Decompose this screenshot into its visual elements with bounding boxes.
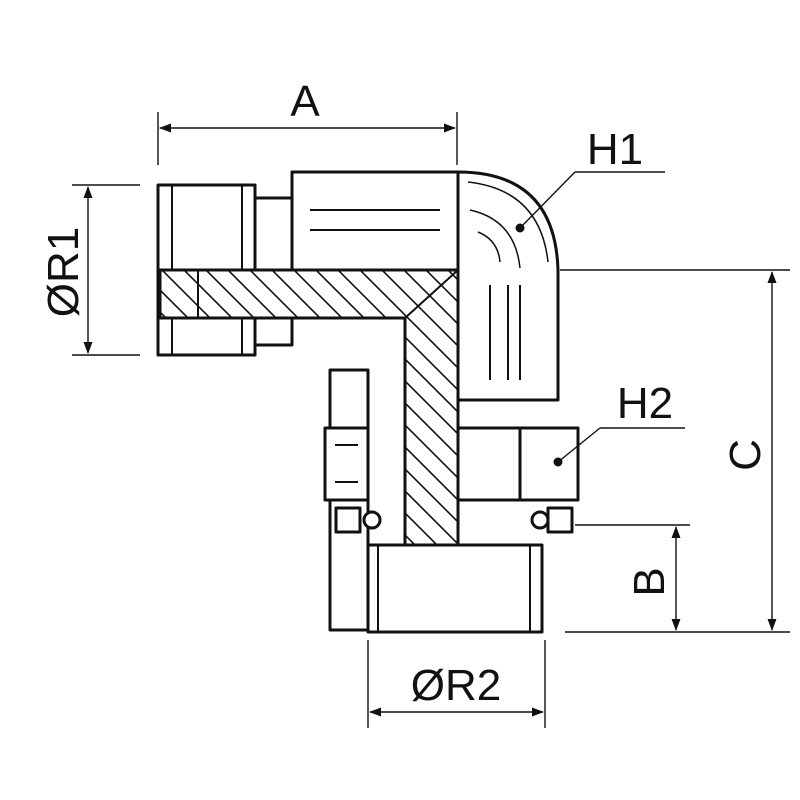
- label-b: B: [625, 567, 674, 596]
- hatch-line: [636, 260, 800, 660]
- dimension-r1: ØR1: [39, 184, 140, 356]
- thread-end-r2: [366, 543, 544, 634]
- upper-cylinder: [290, 170, 460, 272]
- label-h1: H1: [587, 125, 643, 174]
- hatch-line: [349, 270, 458, 630]
- dimension-a: A: [157, 77, 458, 165]
- hatch-line: [790, 260, 800, 660]
- dimension-b: B: [575, 524, 690, 631]
- locknut-h2: [323, 426, 370, 502]
- label-r2: ØR2: [411, 661, 501, 710]
- lower-body: [323, 368, 580, 634]
- callout-h1: H1: [515, 125, 665, 233]
- hatch-line: [768, 260, 800, 660]
- o-ring-right: [530, 510, 550, 530]
- label-c: C: [721, 439, 770, 471]
- callout-h2: H2: [553, 379, 685, 467]
- o-ring-left: [362, 510, 382, 530]
- dimension-c: C: [560, 269, 790, 633]
- label-h2: H2: [617, 379, 673, 428]
- label-a: A: [290, 77, 320, 126]
- label-r1: ØR1: [39, 227, 88, 317]
- dimension-r2: ØR2: [367, 640, 546, 728]
- hatch-line: [371, 270, 458, 630]
